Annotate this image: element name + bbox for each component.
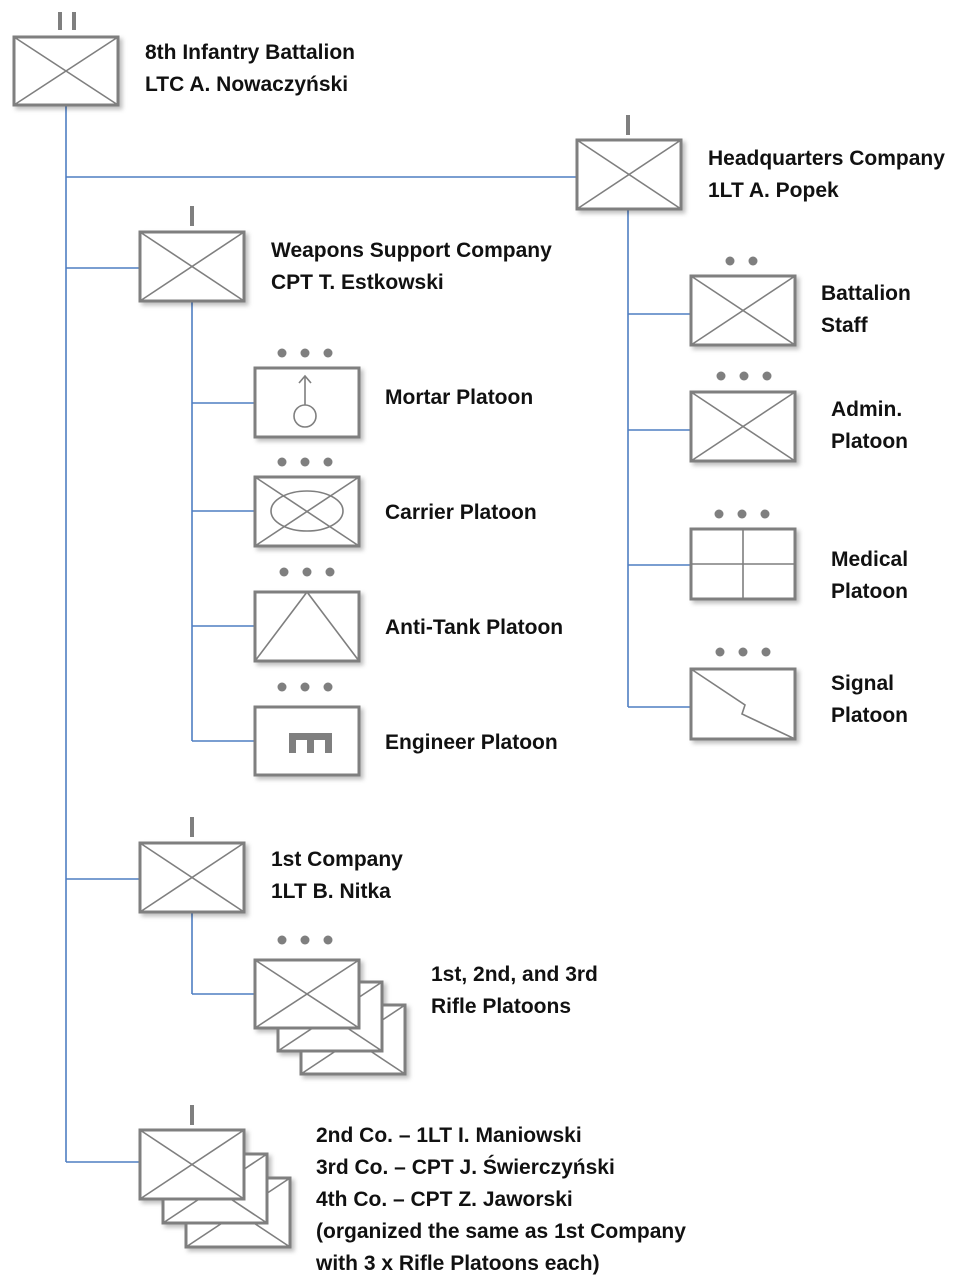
- mortar-icon: [253, 366, 361, 439]
- hq-company-node: Headquarters Company 1LT A. Popek: [575, 115, 945, 211]
- carrier-platoon-node: Carrier Platoon: [253, 457, 537, 548]
- platoon-echelon-marker: [279, 567, 335, 577]
- admin-platoon-node: Admin. Platoon: [689, 371, 908, 463]
- other-companies-node: 2nd Co. – 1LT I. Maniowski 3rd Co. – CPT…: [138, 1105, 686, 1275]
- hq-company-commander: 1LT A. Popek: [708, 179, 839, 202]
- infantry-company-icon: [138, 841, 246, 914]
- infantry-platoon-stack-icon: [253, 958, 407, 1076]
- other-companies-line-1: 2nd Co. – 1LT I. Maniowski: [316, 1124, 582, 1147]
- battalion-name: 8th Infantry Battalion: [145, 41, 355, 64]
- admin-platoon-label-line2: Platoon: [831, 430, 908, 453]
- platoon-echelon-marker: [716, 371, 772, 381]
- rifle-platoons-label-line1: 1st, 2nd, and 3rd: [431, 963, 598, 986]
- medical-platoon-label-line2: Platoon: [831, 580, 908, 603]
- engineer-platoon-node: Engineer Platoon: [253, 682, 558, 777]
- signal-platoon-label-line1: Signal: [831, 672, 894, 695]
- medical-platoon-node: Medical Platoon: [689, 509, 908, 603]
- battalion-echelon-marker: [58, 12, 76, 30]
- weapons-company-name: Weapons Support Company: [271, 239, 552, 262]
- medical-cross-icon: [689, 527, 797, 601]
- infantry-platoon-icon: [689, 390, 797, 463]
- platoon-echelon-marker: [277, 348, 333, 358]
- platoon-echelon-marker: [715, 647, 771, 657]
- first-company-commander: 1LT B. Nitka: [271, 880, 391, 903]
- carrier-tracked-icon: [253, 475, 361, 548]
- signal-platoon-node: Signal Platoon: [689, 647, 908, 741]
- platoon-echelon-marker: [714, 509, 770, 519]
- engineer-platoon-label: Engineer Platoon: [385, 731, 558, 754]
- other-companies-line-4: (organized the same as 1st Company: [316, 1220, 686, 1243]
- infantry-company-stack-icon: [138, 1128, 292, 1249]
- weapons-company-commander: CPT T. Estkowski: [271, 271, 444, 294]
- battalion-staff-label-line2: Staff: [821, 314, 869, 337]
- engineer-bridge-icon: [253, 705, 361, 777]
- platoon-echelon-marker: [277, 457, 333, 467]
- first-company-name: 1st Company: [271, 848, 403, 871]
- anti-tank-platoon-label: Anti-Tank Platoon: [385, 616, 563, 639]
- infantry-section-icon: [689, 274, 797, 347]
- infantry-company-icon: [575, 138, 683, 211]
- other-companies-line-3: 4th Co. – CPT Z. Jaworski: [316, 1188, 573, 1211]
- medical-platoon-label-line1: Medical: [831, 548, 908, 571]
- signal-platoon-label-line2: Platoon: [831, 704, 908, 727]
- infantry-company-icon: [138, 230, 246, 303]
- rifle-platoons-node: 1st, 2nd, and 3rd Rifle Platoons: [253, 935, 598, 1076]
- anti-tank-icon: [253, 590, 361, 663]
- first-company-node: 1st Company 1LT B. Nitka: [138, 817, 403, 914]
- section-echelon-marker: [725, 256, 758, 266]
- connector-lines: [65, 106, 691, 1163]
- infantry-battalion-icon: [12, 35, 120, 107]
- battalion-staff-node: Battalion Staff: [689, 256, 911, 347]
- other-companies-line-5: with 3 x Rifle Platoons each): [315, 1252, 600, 1275]
- hq-company-name: Headquarters Company: [708, 147, 945, 170]
- admin-platoon-label-line1: Admin.: [831, 398, 902, 421]
- mortar-platoon-node: Mortar Platoon: [253, 348, 533, 439]
- anti-tank-platoon-node: Anti-Tank Platoon: [253, 567, 563, 663]
- carrier-platoon-label: Carrier Platoon: [385, 501, 537, 524]
- platoon-echelon-marker: [277, 935, 333, 945]
- signal-lightning-icon: [689, 667, 797, 741]
- battalion-staff-label-line1: Battalion: [821, 282, 911, 305]
- rifle-platoons-label-line2: Rifle Platoons: [431, 995, 571, 1018]
- battalion-node: 8th Infantry Battalion LTC A. Nowaczyńsk…: [12, 12, 355, 107]
- weapons-company-node: Weapons Support Company CPT T. Estkowski: [138, 206, 552, 303]
- mortar-platoon-label: Mortar Platoon: [385, 386, 533, 409]
- battalion-commander: LTC A. Nowaczyński: [145, 73, 348, 96]
- other-companies-line-2: 3rd Co. – CPT J. Świerczyński: [316, 1155, 615, 1179]
- platoon-echelon-marker: [277, 682, 333, 692]
